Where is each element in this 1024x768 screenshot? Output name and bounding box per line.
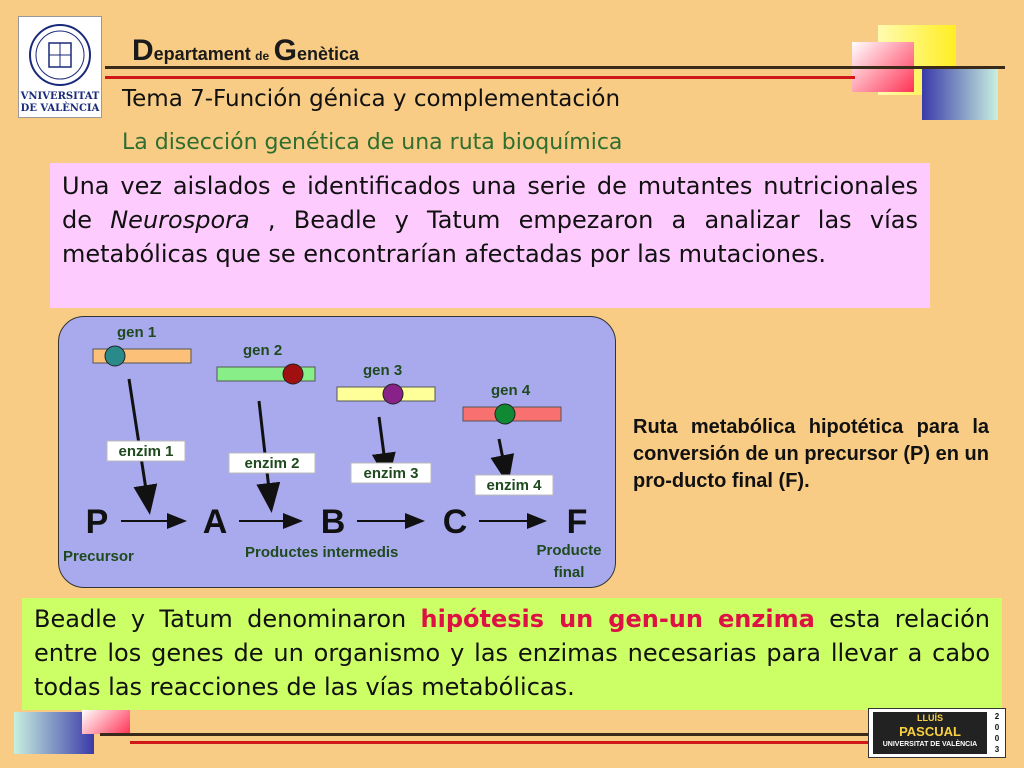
hypothesis-highlight: hipótesis un gen-un enzima bbox=[420, 605, 815, 633]
compound-A: A bbox=[203, 503, 228, 541]
precursor-label: Precursor bbox=[63, 548, 134, 565]
compound-B: B bbox=[321, 503, 346, 541]
gene-label: gen 1 bbox=[117, 324, 156, 341]
compound-C: C bbox=[443, 503, 468, 541]
page-title: Tema 7-Función génica y complementación bbox=[122, 86, 621, 112]
conclusion-paragraph: Beadle y Tatum denominaron hipótesis un … bbox=[22, 598, 1002, 710]
header-line-red bbox=[105, 76, 855, 79]
enzyme-box bbox=[350, 462, 432, 484]
decor-square-blue bbox=[922, 66, 998, 120]
footer-line-dark bbox=[100, 733, 870, 736]
gene-locus-dot bbox=[104, 345, 126, 367]
page-subtitle: La disección genética de una ruta bioquí… bbox=[122, 130, 623, 155]
final-product-label: final bbox=[554, 564, 585, 581]
gene-label: gen 3 bbox=[363, 362, 402, 379]
enzyme-label: enzim 4 bbox=[486, 477, 542, 494]
enzyme-box bbox=[474, 474, 554, 496]
gene-label: gen 4 bbox=[491, 382, 531, 399]
gene-to-step-arrow bbox=[490, 438, 515, 485]
enzyme-label: enzim 2 bbox=[244, 455, 299, 472]
university-logo: VNIVERSITAT DE VALÈNCIA bbox=[18, 16, 102, 118]
final-product-label: Producte bbox=[536, 542, 601, 559]
footer-line-red bbox=[130, 741, 870, 744]
decor-square-bottom-blue bbox=[14, 712, 94, 754]
enzyme-label: enzim 1 bbox=[118, 443, 173, 460]
logo-text: VNIVERSITAT DE VALÈNCIA bbox=[20, 91, 100, 114]
gene-label: gen 2 bbox=[243, 342, 282, 359]
diagram-caption: Ruta metabólica hipotética para la conve… bbox=[633, 416, 989, 492]
enzyme-box bbox=[228, 452, 316, 474]
header-line-dark bbox=[105, 66, 1005, 69]
compound-F: F bbox=[567, 503, 588, 541]
enzyme-box bbox=[106, 440, 186, 462]
department-name: Departament de Genètica bbox=[132, 34, 360, 67]
intermediates-label: Productes intermedis bbox=[245, 544, 398, 561]
intro-paragraph: Una vez aislados e identificados una ser… bbox=[50, 163, 930, 308]
gene-locus-dot bbox=[494, 403, 516, 425]
enzyme-label: enzim 3 bbox=[363, 465, 418, 482]
gene-locus-dot bbox=[282, 363, 304, 385]
metabolic-pathway-diagram: gen 1 enzim 1 gen 2 enzim 2 gen 3 enzim 3 gen … bbox=[58, 316, 616, 588]
compound-P: P bbox=[86, 503, 109, 541]
decor-square-bottom-red bbox=[82, 710, 130, 734]
gene-locus-dot bbox=[382, 383, 404, 405]
